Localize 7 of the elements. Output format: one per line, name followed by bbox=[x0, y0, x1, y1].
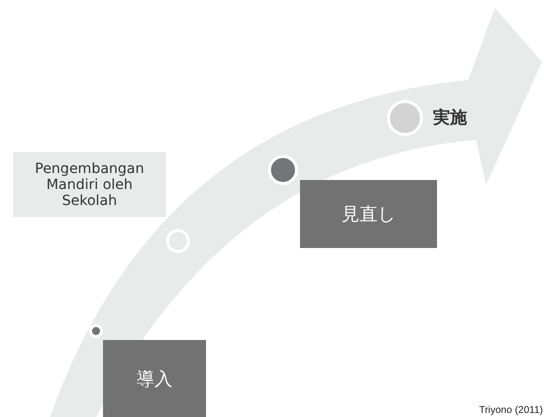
step-box bbox=[103, 340, 206, 417]
step-box bbox=[300, 180, 437, 248]
citation: Triyono (2011) bbox=[479, 405, 543, 416]
box-text: 導入 bbox=[136, 368, 172, 390]
box-text: 見直し bbox=[342, 203, 396, 226]
box-text: Pengembangan Mandiri oleh Sekolah bbox=[34, 160, 146, 208]
step-label: 実施 bbox=[433, 107, 467, 129]
